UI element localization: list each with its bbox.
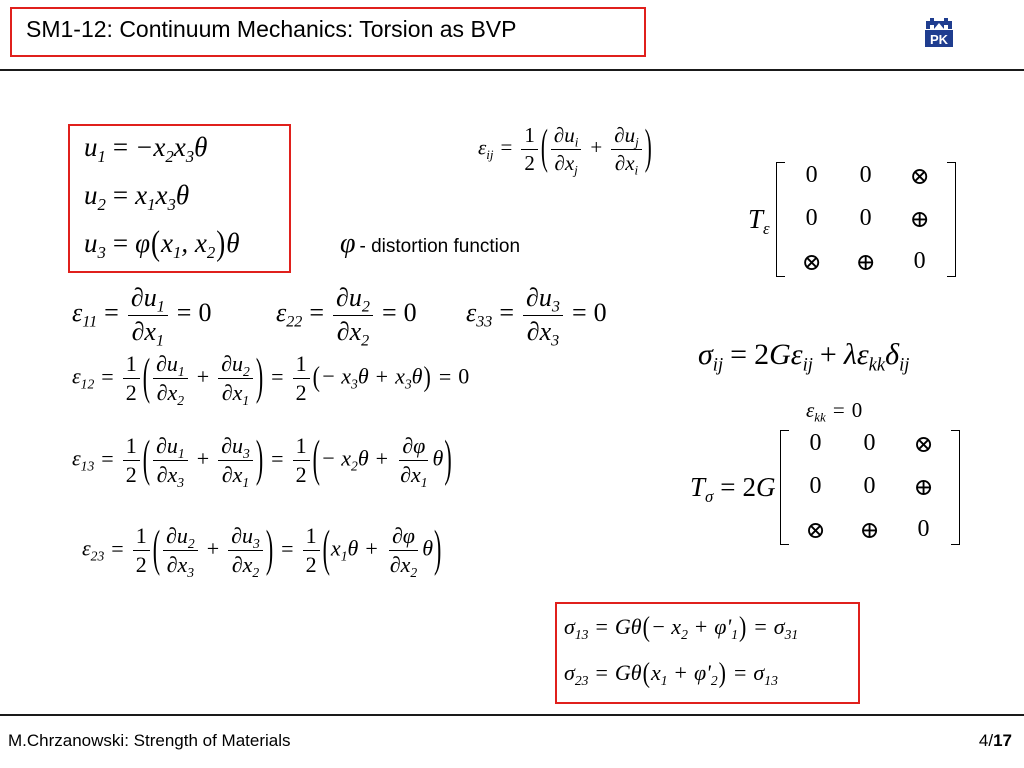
eq-u1: u1=−x2x3θ [84, 132, 208, 166]
matrix-cell: 0 [809, 430, 822, 456]
slide-title: SM1-12: Continuum Mechanics: Torsion as … [26, 16, 517, 42]
matrix-cell: 0 [917, 516, 930, 542]
displacement-box [68, 124, 291, 273]
eq-eps11: ε11=∂u1∂x1=0 [72, 283, 212, 350]
eq-sigma13: σ13=Gθ(− x2+φ'1)=σ31 [564, 610, 799, 643]
matrix-cell: ⊗ [801, 250, 822, 276]
matrix-cell: ⊕ [855, 250, 876, 276]
matrix-cell: ⊗ [909, 164, 930, 190]
matrix-cell: ⊕ [859, 518, 880, 544]
matrix-cell: 0 [859, 205, 872, 231]
stress-result-box [555, 602, 860, 704]
distortion-note: φ - distortion function [340, 228, 521, 259]
eq-hookes-law: σij=2Gεij+λεkkδij [698, 338, 910, 376]
strain-tensor: Tε 0 0 ⊗ 0 0 ⊕ ⊗ ⊕ 0 [748, 162, 956, 277]
university-logo-icon: PK [922, 15, 956, 49]
matrix-cell: ⊗ [805, 518, 826, 544]
matrix-cell: 0 [805, 205, 818, 231]
header-rule [0, 69, 1024, 71]
eq-u2: u2=x1x3θ [84, 180, 190, 214]
stress-matrix: 0 0 ⊗ 0 0 ⊕ ⊗ ⊕ 0 [779, 430, 960, 545]
strain-matrix: 0 0 ⊗ 0 0 ⊕ ⊗ ⊕ 0 [775, 162, 956, 277]
footer-author: M.Chrzanowski: Strength of Materials [8, 731, 291, 750]
footer-rule [0, 714, 1024, 716]
matrix-cell: ⊕ [909, 207, 930, 233]
eq-u3: u3=φ(x1, x2)θ [84, 223, 240, 263]
stress-tensor: Tσ=2G 0 0 ⊗ 0 0 ⊕ ⊗ ⊕ 0 [690, 430, 960, 545]
matrix-cell: 0 [913, 248, 926, 274]
matrix-cell: 0 [859, 162, 872, 188]
eq-eps33: ε33=∂u3∂x3=0 [466, 283, 607, 350]
eq-sigma23: σ23=Gθ(x1+φ'2)=σ13 [564, 656, 778, 689]
title-frame [10, 7, 646, 57]
page-number: 4/17 [978, 731, 1012, 750]
matrix-cell: 0 [863, 430, 876, 456]
eq-eps22: ε22=∂u2∂x2=0 [276, 283, 417, 350]
eq-eps-kk: εkk=0 [806, 398, 863, 425]
matrix-cell: ⊕ [913, 475, 934, 501]
matrix-cell: ⊗ [913, 432, 934, 458]
matrix-cell: 0 [863, 473, 876, 499]
svg-text:PK: PK [930, 32, 949, 47]
matrix-cell: 0 [805, 162, 818, 188]
matrix-cell: 0 [809, 473, 822, 499]
